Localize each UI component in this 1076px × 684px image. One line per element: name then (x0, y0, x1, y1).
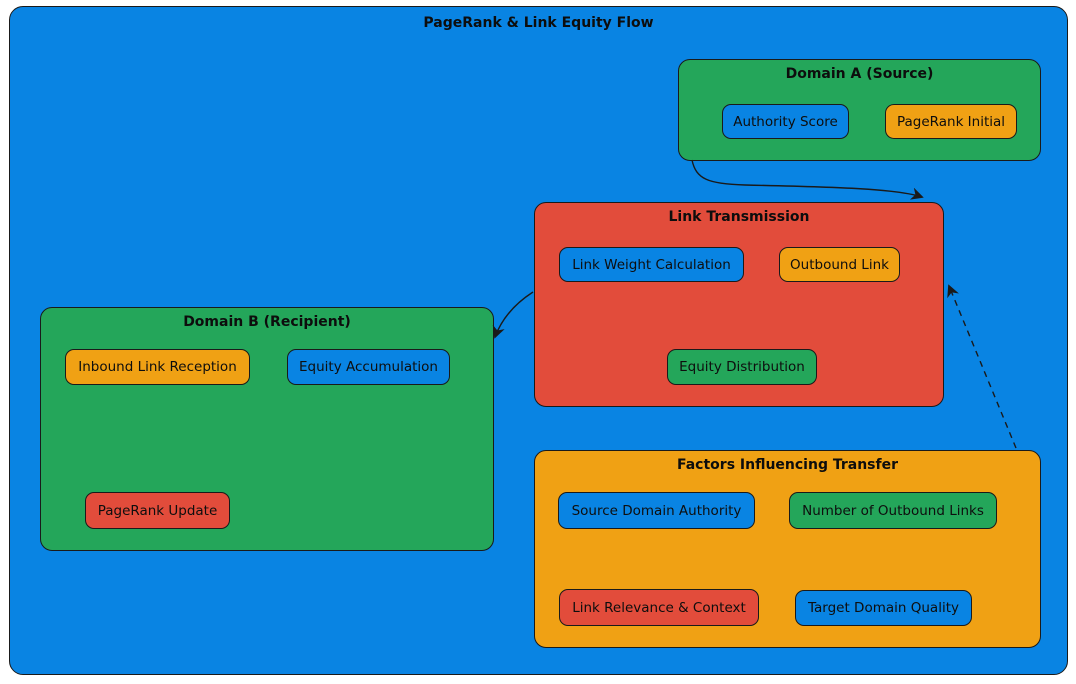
node-outbound-link: Outbound Link (779, 247, 900, 282)
node-link-relevance-context: Link Relevance & Context (559, 589, 759, 626)
node-source-domain-authority: Source Domain Authority (558, 492, 755, 529)
node-equity-distribution: Equity Distribution (667, 349, 817, 385)
node-pagerank-update: PageRank Update (85, 492, 230, 529)
flow-outer-container: PageRank & Link Equity Flow Domain A (So… (9, 6, 1068, 675)
node-equity-accumulation: Equity Accumulation (287, 349, 450, 385)
group-link-transmission-title: Link Transmission (668, 209, 810, 225)
group-domain-b-title: Domain B (Recipient) (183, 314, 351, 330)
group-factors-title: Factors Influencing Transfer (676, 457, 898, 473)
node-link-weight-calculation: Link Weight Calculation (559, 247, 744, 282)
group-domain-a-title: Domain A (Source) (785, 66, 934, 82)
node-authority-score: Authority Score (722, 104, 849, 139)
group-domain-a: Domain A (Source) Authority Score PageRa… (678, 59, 1041, 161)
node-pagerank-initial: PageRank Initial (885, 104, 1017, 139)
group-factors: Factors Influencing Transfer Source Doma… (534, 450, 1041, 648)
node-number-of-outbound-links: Number of Outbound Links (789, 492, 997, 529)
diagram-title: PageRank & Link Equity Flow (423, 15, 654, 31)
node-target-domain-quality: Target Domain Quality (795, 590, 972, 626)
group-link-transmission: Link Transmission Link Weight Calculatio… (534, 202, 944, 407)
group-domain-b: Domain B (Recipient) Inbound Link Recept… (40, 307, 494, 551)
node-inbound-link-reception: Inbound Link Reception (65, 349, 250, 385)
